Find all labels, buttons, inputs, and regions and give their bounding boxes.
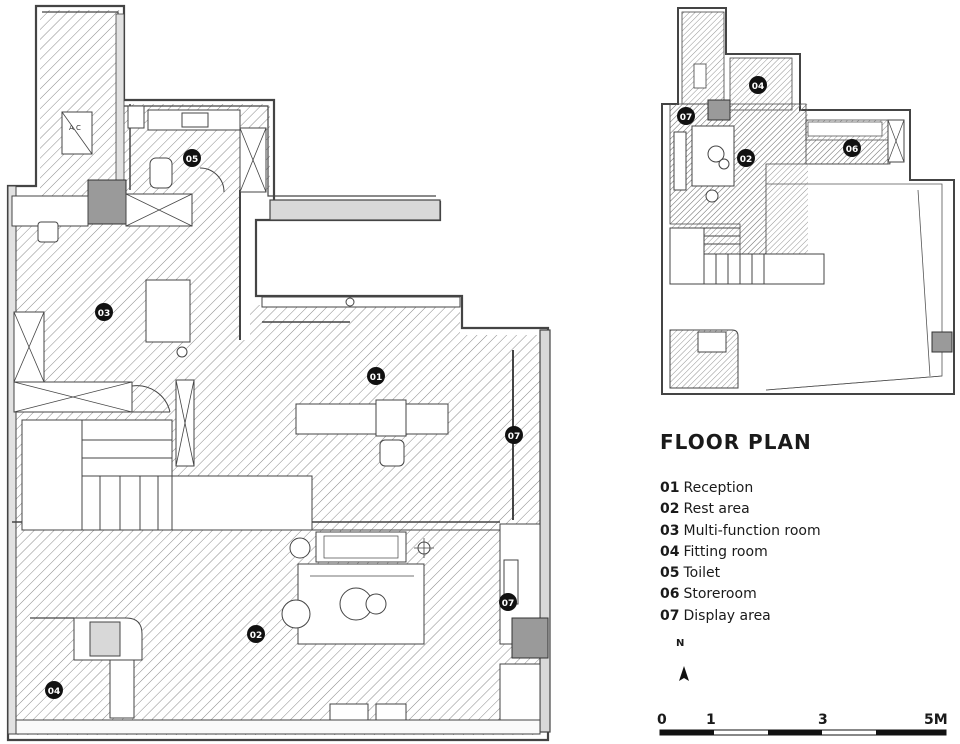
- display-shelf: [499, 663, 541, 721]
- coffee-table-small: [365, 593, 387, 615]
- upper-marker-07: 07: [677, 107, 695, 125]
- upper-hatch: [681, 11, 725, 105]
- counter: [11, 195, 89, 227]
- scale-bar: [659, 729, 947, 736]
- upper-chair: [705, 189, 719, 203]
- upper-round-table: [707, 145, 725, 163]
- upper-floor-plan: 04 07 02 06: [661, 7, 955, 395]
- room-marker-07: 07: [505, 426, 523, 444]
- upper-column: [707, 99, 731, 121]
- upper-marker-06: 06: [843, 139, 861, 157]
- north-label: N: [676, 638, 685, 649]
- svg-text:01: 01: [370, 373, 383, 383]
- upper-column: [931, 331, 953, 353]
- display-column: [511, 617, 549, 659]
- upper-outer-wall: [661, 7, 955, 395]
- reception-desk-top: [375, 399, 407, 437]
- side-table: [289, 537, 311, 559]
- reception-desk: [295, 403, 449, 435]
- svg-text:02: 02: [250, 631, 263, 641]
- small-shelf: [127, 105, 145, 129]
- upper-marker-02: 02: [737, 149, 755, 167]
- wall-segment: [269, 199, 441, 221]
- step: [375, 703, 407, 721]
- upper-sofa: [673, 131, 687, 191]
- wall-segment: [115, 13, 125, 195]
- svg-text:02: 02: [740, 155, 753, 165]
- reception-chair: [379, 439, 405, 467]
- svg-text:04: 04: [752, 82, 765, 92]
- upper-marker-04: 04: [749, 76, 767, 94]
- upper-storeroom-cabinet: [807, 121, 883, 137]
- sink: [181, 112, 209, 128]
- upper-round-table: [718, 158, 730, 170]
- staircase: [21, 419, 313, 531]
- fitting-bench: [109, 659, 135, 719]
- svg-text:07: 07: [502, 599, 515, 609]
- stool: [176, 346, 188, 358]
- room-marker-02: 02: [247, 625, 265, 643]
- wall-segment: [7, 185, 17, 735]
- wall-segment: [15, 719, 541, 735]
- svg-text:03: 03: [98, 309, 111, 319]
- fitting-mirror: [89, 621, 121, 657]
- svg-text:06: 06: [846, 145, 859, 155]
- door-swing: [131, 385, 171, 413]
- armchair: [281, 599, 311, 629]
- north-arrow-icon: [679, 666, 689, 681]
- door-handle: [345, 297, 355, 307]
- room-marker-04: 04: [45, 681, 63, 699]
- sofa-cushion: [323, 535, 399, 559]
- inner-wall: [42, 11, 436, 197]
- main-floor-plan: A C: [6, 4, 551, 742]
- room-marker-01: 01: [367, 367, 385, 385]
- room-marker-07: 07: [499, 593, 517, 611]
- door-swing: [199, 167, 225, 193]
- legend-title: FLOOR PLAN: [660, 430, 812, 454]
- scale-tick-1: 1: [706, 712, 716, 728]
- upper-ac-unit: [693, 63, 707, 89]
- glass-door: [261, 296, 461, 308]
- svg-text:04: 04: [48, 687, 61, 697]
- upper-staircase: [669, 227, 825, 285]
- scale-tick-5m: 5M: [924, 712, 948, 728]
- svg-text:07: 07: [508, 432, 521, 442]
- svg-text:05: 05: [186, 155, 199, 165]
- main-floor-area: [12, 10, 540, 735]
- room-marker-03: 03: [95, 303, 113, 321]
- scale-tick-0: 0: [657, 712, 667, 728]
- room-marker-05: 05: [183, 149, 201, 167]
- scale-tick-3: 3: [818, 712, 828, 728]
- step: [329, 703, 369, 721]
- chair: [37, 221, 59, 243]
- column: [87, 179, 127, 225]
- ac-unit-label: A C: [69, 124, 81, 132]
- wall-segment: [539, 329, 551, 733]
- svg-text:07: 07: [680, 113, 693, 123]
- table: [145, 279, 191, 343]
- toilet-bowl: [149, 157, 173, 189]
